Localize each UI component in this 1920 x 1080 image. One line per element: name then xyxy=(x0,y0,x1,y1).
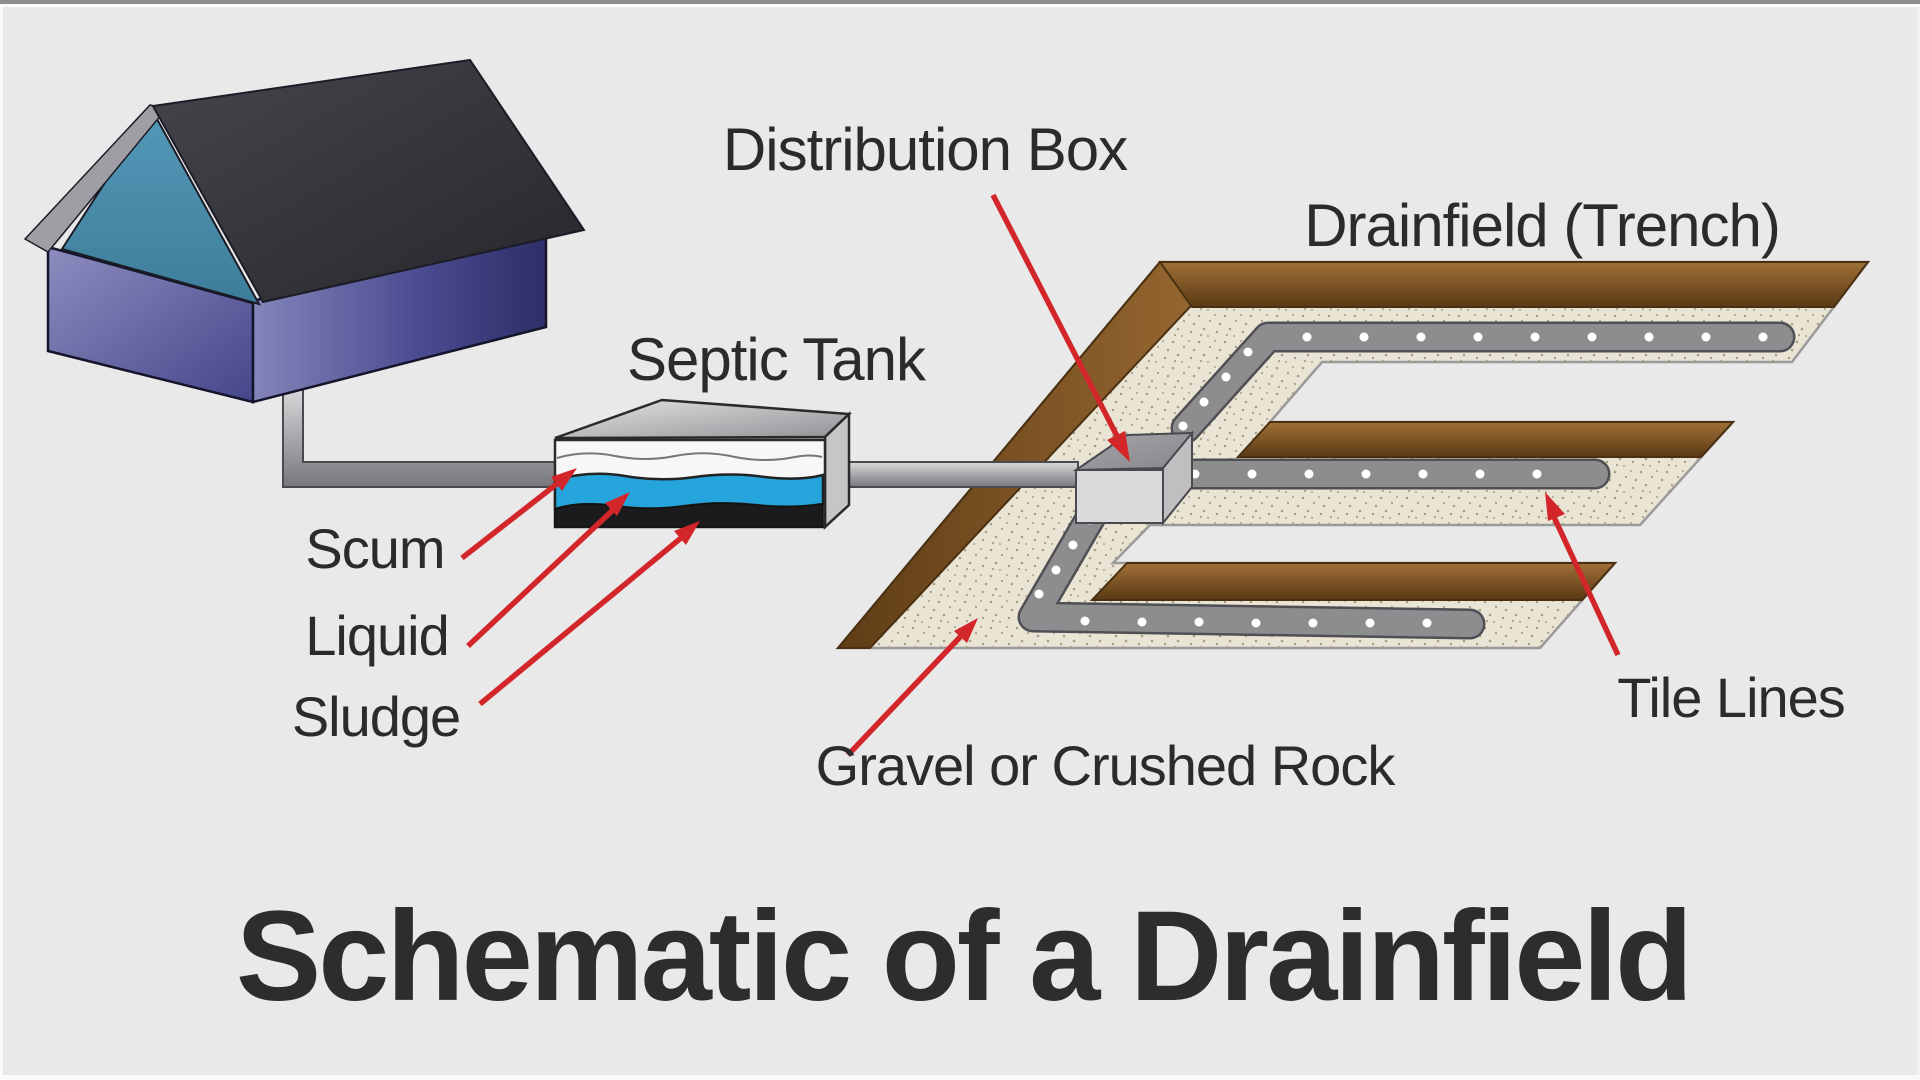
scum-arrowhead xyxy=(551,468,577,491)
scum-label: Scum xyxy=(305,517,444,580)
septic-tank-label: Septic Tank xyxy=(627,326,927,393)
septic-tank-graphic xyxy=(553,398,852,530)
drainfield-trench-label: Drainfield (Trench) xyxy=(1304,192,1780,259)
trench-top-wall-3 xyxy=(1089,562,1618,601)
tile-line-pipe-top xyxy=(1173,324,1793,441)
callout-arrows xyxy=(460,193,1621,757)
distribution-box-arrowhead xyxy=(1107,431,1130,462)
top-edge-strip xyxy=(0,0,1920,4)
tile-lines-arrowhead xyxy=(1545,492,1565,521)
right-edge-highlight xyxy=(1917,7,1920,1075)
tile-lines-label: Tile Lines xyxy=(1617,666,1845,729)
tile-lines-arrow xyxy=(1551,515,1621,657)
trench-top-wall-1 xyxy=(1158,261,1871,308)
left-edge-highlight xyxy=(0,7,3,1075)
distribution-box-arrow xyxy=(990,193,1120,438)
sludge-label: Sludge xyxy=(292,685,460,748)
trench-top-wall-2 xyxy=(1235,421,1736,458)
distribution-box-label: Distribution Box xyxy=(723,116,1128,183)
gravel-arrow xyxy=(846,633,964,757)
house-graphic xyxy=(23,58,586,404)
drainfield-trench-graphic xyxy=(835,260,1871,650)
liquid-label: Liquid xyxy=(305,604,448,667)
liquid-arrowhead xyxy=(605,492,630,516)
page-title: Schematic of a Drainfield xyxy=(236,885,1690,1028)
scum-arrow xyxy=(460,480,560,561)
top-edge-highlight xyxy=(0,4,1920,7)
gravel-arrowhead xyxy=(954,618,978,643)
scum-surface-line xyxy=(556,452,823,461)
bottom-edge-highlight xyxy=(0,1075,1920,1080)
sludge-layer xyxy=(554,502,824,528)
sludge-arrow xyxy=(478,535,683,707)
pipe-perforations xyxy=(1034,332,1768,628)
house-roof xyxy=(151,58,586,304)
tank-outlet-pipe xyxy=(839,461,1079,488)
gravel-label: Gravel or Crushed Rock xyxy=(816,734,1397,797)
distribution-box-graphic xyxy=(1072,430,1195,526)
distribution-box-front xyxy=(1075,469,1164,524)
sludge-arrowhead xyxy=(674,521,700,545)
distribution-box-top xyxy=(1072,431,1195,472)
liquid-arrow xyxy=(466,507,615,649)
